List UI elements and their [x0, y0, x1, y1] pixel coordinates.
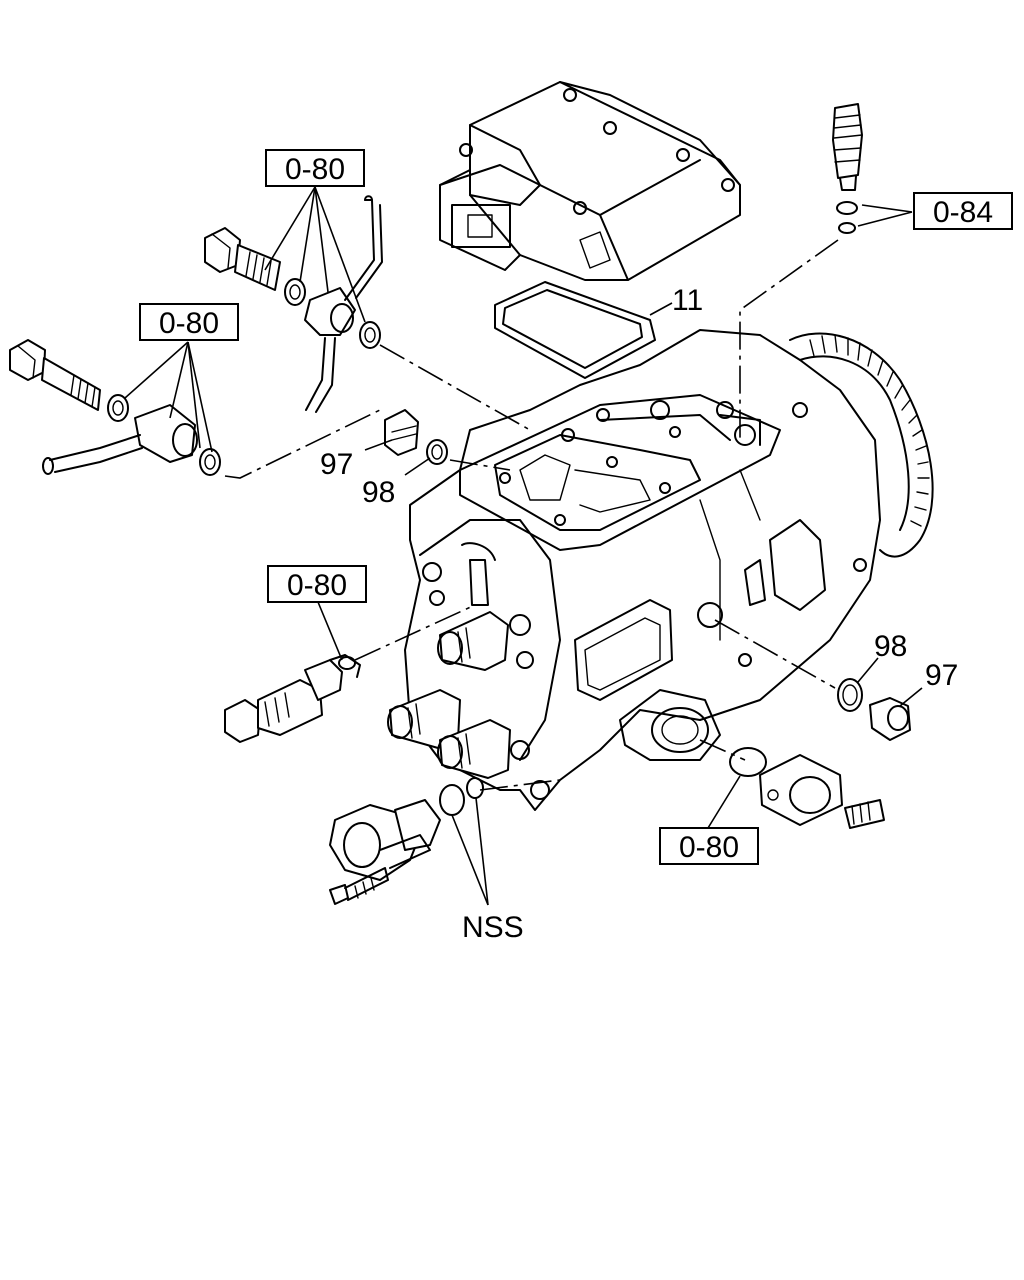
callout-label: 0-80 [679, 831, 739, 864]
solenoid-actuator [329, 777, 484, 905]
callout-box-mid-left: 0-80 [267, 565, 367, 603]
pressure-sensor [832, 103, 863, 234]
item-label-nss: NSS [462, 911, 524, 944]
delivery-fittings [387, 542, 511, 779]
callout-label: 0-80 [285, 153, 345, 186]
leader-lines [124, 186, 923, 906]
callout-box-left: 0-80 [139, 303, 239, 341]
banjo-bolt-left [9, 339, 221, 476]
gasket [494, 281, 656, 379]
item-number-98-left: 98 [362, 476, 395, 509]
relief-valve [224, 654, 361, 743]
item-number-11: 11 [672, 284, 703, 317]
drive-gear [789, 332, 934, 558]
callout-box-bottom-right: 0-80 [659, 827, 759, 865]
banjo-bolt-top [204, 195, 383, 413]
pump-body [404, 329, 881, 811]
control-unit-cover [439, 81, 741, 281]
plug-left [384, 409, 448, 465]
item-number-98-right: 98 [874, 630, 907, 663]
callout-label: 0-80 [159, 307, 219, 340]
item-number-97-left: 97 [320, 448, 353, 481]
callout-box-right-top: 0-84 [913, 192, 1013, 230]
callout-label: 0-84 [933, 196, 993, 229]
plug-right [837, 678, 911, 741]
callout-label: 0-80 [287, 569, 347, 602]
item-number-97-right: 97 [925, 659, 958, 692]
position-sensor [729, 747, 885, 829]
callout-box-top: 0-80 [265, 149, 365, 187]
reference-lines [224, 239, 839, 791]
